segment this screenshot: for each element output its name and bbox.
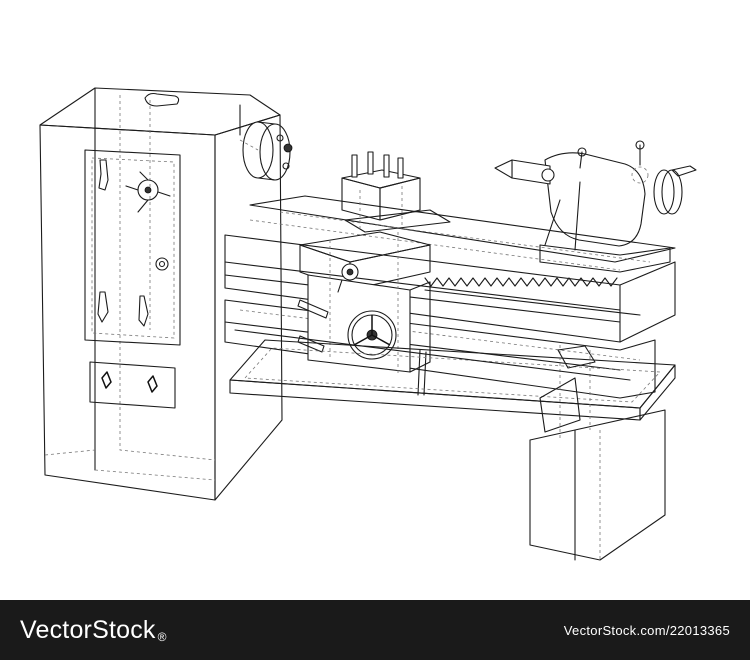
lathe-wireframe-drawing	[39, 87, 697, 561]
brand-name: VectorStock	[20, 615, 156, 644]
registered-mark: ®	[157, 629, 167, 644]
control-panel-lower	[89, 361, 176, 409]
right-support-leg	[529, 345, 666, 561]
tool-post	[341, 151, 451, 233]
control-panel-upper	[84, 149, 181, 346]
tailstock	[494, 140, 697, 273]
chip-tray	[229, 339, 676, 433]
stock-watermark-bar: VectorStock ® VectorStock.com/22013365	[0, 600, 750, 660]
spindle-chuck	[239, 121, 293, 181]
lathe-bed	[224, 195, 676, 399]
rack-gear	[424, 277, 641, 316]
carriage	[297, 231, 431, 396]
apron-handwheel	[347, 310, 397, 360]
image-credit: VectorStock.com/22013365	[563, 622, 730, 638]
vectorstock-logo: VectorStock ®	[20, 616, 167, 645]
lead-screw	[234, 329, 631, 381]
